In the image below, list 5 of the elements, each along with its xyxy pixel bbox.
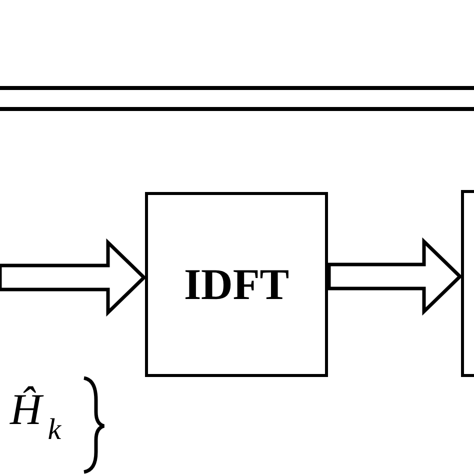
process-box — [145, 192, 328, 377]
hollow-arrow — [327, 237, 463, 316]
formula-label: Ĥ$_{k}$ — [10, 388, 62, 445]
hollow-arrow — [0, 238, 147, 317]
box-label: IDFT — [184, 262, 290, 306]
